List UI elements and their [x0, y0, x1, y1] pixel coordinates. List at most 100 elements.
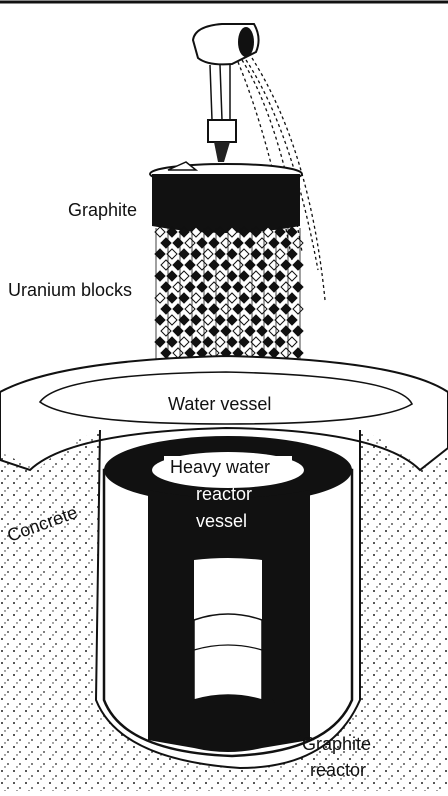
uranium-block — [292, 281, 304, 293]
uranium-block — [274, 336, 286, 348]
uranium-block — [274, 292, 286, 304]
uranium-block — [280, 237, 292, 249]
uranium-block — [274, 270, 286, 282]
uranium-block — [202, 314, 214, 326]
uranium-block — [232, 237, 244, 249]
uranium-block — [250, 314, 262, 326]
aluminum-cylinder — [102, 436, 354, 758]
uranium-block — [214, 336, 226, 348]
uranium-block — [256, 259, 268, 271]
label-water-vessel: Water vessel — [168, 394, 271, 414]
uranium-block — [190, 292, 202, 304]
uranium-block — [160, 347, 172, 359]
uranium-block — [202, 248, 214, 260]
uranium-block — [214, 270, 226, 282]
uranium-block — [244, 237, 256, 249]
label-heavy-water-line2: reactor — [196, 484, 252, 504]
uranium-block — [226, 248, 238, 260]
uranium-block — [262, 314, 274, 326]
uranium-block — [220, 281, 232, 293]
uranium-block — [172, 281, 184, 293]
uranium-block — [178, 336, 190, 348]
uranium-block — [292, 259, 304, 271]
uranium-block — [238, 270, 250, 282]
uranium-block — [154, 270, 166, 282]
uranium-block — [232, 259, 244, 271]
uranium-block — [238, 336, 250, 348]
crane-hoist — [191, 23, 326, 301]
uranium-block — [220, 237, 232, 249]
uranium-block — [274, 226, 286, 238]
label-graphite: Graphite — [68, 200, 137, 220]
uranium-block — [292, 325, 304, 337]
uranium-block — [250, 226, 262, 238]
uranium-block — [172, 303, 184, 315]
uranium-block — [286, 336, 298, 348]
uranium-block — [244, 325, 256, 337]
uranium-block — [178, 248, 190, 260]
label-aluminum-cylinder: Aluminum cylinder — [124, 545, 144, 692]
label-graphite-reactor-line2: reactor — [310, 760, 366, 780]
uranium-block — [208, 325, 220, 337]
uranium-block — [268, 259, 280, 271]
uranium-block — [280, 303, 292, 315]
uranium-block — [172, 237, 184, 249]
uranium-block — [220, 259, 232, 271]
uranium-block — [166, 270, 178, 282]
uranium-block — [154, 226, 166, 238]
uranium-block — [202, 226, 214, 238]
uranium-block-lattice — [154, 226, 304, 370]
uranium-block — [184, 325, 196, 337]
uranium-block — [214, 292, 226, 304]
uranium-block — [292, 303, 304, 315]
uranium-block — [196, 259, 208, 271]
graphite-cap — [149, 161, 303, 233]
uranium-block — [244, 303, 256, 315]
uranium-block — [250, 292, 262, 304]
uranium-block — [226, 226, 238, 238]
uranium-block — [184, 303, 196, 315]
uranium-block — [286, 270, 298, 282]
water-vessel-ring — [0, 354, 448, 472]
uranium-block — [154, 336, 166, 348]
uranium-block — [172, 325, 184, 337]
uranium-block — [286, 226, 298, 238]
uranium-block — [238, 226, 250, 238]
uranium-block — [190, 314, 202, 326]
uranium-block — [244, 281, 256, 293]
uranium-block — [226, 336, 238, 348]
uranium-block — [196, 325, 208, 337]
uranium-block — [280, 347, 292, 359]
uranium-block — [208, 303, 220, 315]
uranium-block — [154, 314, 166, 326]
uranium-block — [166, 292, 178, 304]
uranium-block — [250, 336, 262, 348]
uranium-block — [214, 226, 226, 238]
uranium-block — [196, 237, 208, 249]
uranium-block — [262, 248, 274, 260]
uranium-block — [220, 303, 232, 315]
uranium-block — [154, 292, 166, 304]
uranium-block — [196, 281, 208, 293]
uranium-block — [262, 292, 274, 304]
uranium-block — [214, 314, 226, 326]
uranium-block — [274, 248, 286, 260]
uranium-block — [256, 237, 268, 249]
uranium-block — [250, 248, 262, 260]
uranium-block — [154, 248, 166, 260]
uranium-block — [238, 292, 250, 304]
uranium-block — [238, 314, 250, 326]
uranium-block — [178, 292, 190, 304]
uranium-block — [166, 226, 178, 238]
uranium-block — [286, 314, 298, 326]
label-heavy-water-line1: Heavy water — [170, 457, 270, 477]
uranium-block — [220, 325, 232, 337]
uranium-block — [172, 347, 184, 359]
uranium-block — [256, 325, 268, 337]
uranium-block — [286, 292, 298, 304]
uranium-block — [160, 237, 172, 249]
graphite-reactor-leader — [271, 699, 301, 737]
uranium-block — [208, 259, 220, 271]
uranium-block — [166, 314, 178, 326]
